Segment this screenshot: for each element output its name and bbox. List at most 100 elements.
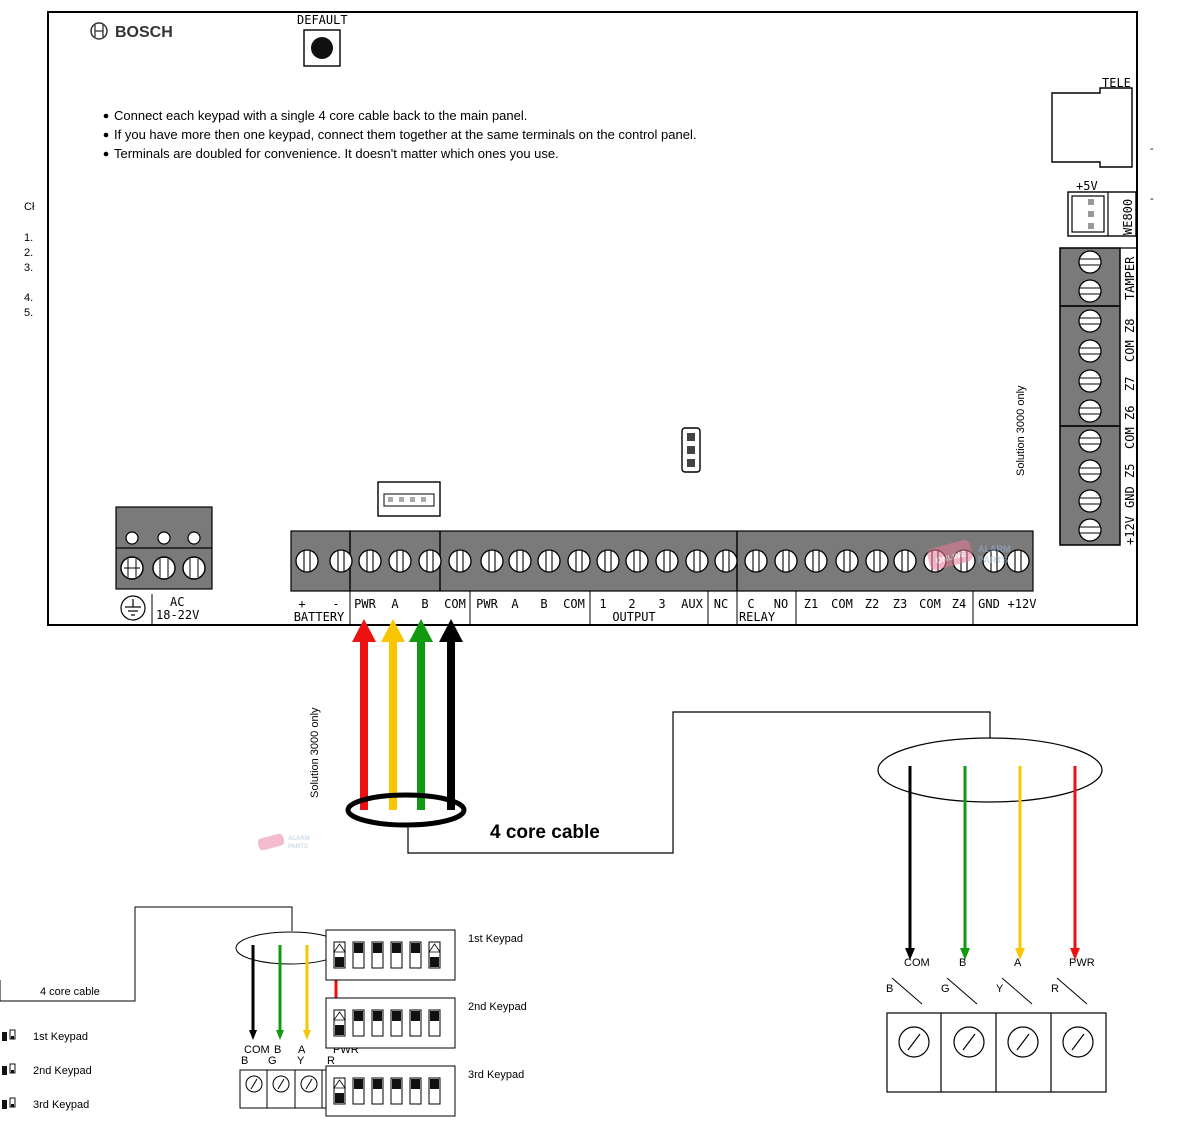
small-keypad-top-label: A [298,1044,306,1056]
keypad-legend-item: 3rd Keypad [2,1097,89,1111]
dip-legend-icon [2,1032,7,1041]
keypad-header-connector [377,481,441,517]
we800-label: WE800 [1121,199,1135,235]
ac-label: AC [170,595,184,609]
terminal-label: +12V [1008,597,1037,611]
terminal-label: NO [774,597,788,611]
keypad-top-label: A [1014,957,1022,969]
terminal-screw [596,549,620,573]
terminal-screw [804,549,828,573]
terminal-screw [655,549,679,573]
side-terminal-label: Z6 [1123,406,1137,420]
small-keypad-top-label: COM [244,1044,270,1056]
right-cable-jacket [877,737,1103,803]
side-terminal-screw [1078,339,1102,363]
terminal-screw [774,549,798,573]
side-terminal-label: Z7 [1123,377,1137,391]
ac-voltage: 18-22V [156,608,199,622]
side-terminal-screw [1078,250,1102,274]
keypad-bottom-label: B [886,983,893,995]
svg-text:5.: 5. [24,307,33,319]
legend-label: 2nd Keypad [33,1065,92,1077]
terminal-screw [480,549,504,573]
terminal-label: 1 [599,597,606,611]
terminal-screw [567,549,591,573]
default-label: DEFAULT [297,13,348,27]
terminal-screw [1006,549,1030,573]
solution-note-panel: Solution 3000 only [1015,385,1027,476]
terminal-label: A [391,597,399,611]
watermark-panel: ONLINE ALARM PARTS [927,540,1011,570]
side-terminal-label: TAMPER [1123,256,1137,300]
watermark-line2: PARTS [978,555,1008,565]
svg-text:Cł: Cł [24,201,35,213]
terminal-label: COM [444,597,466,611]
terminal-group-label: OUTPUT [612,610,655,624]
terminal-label: Z2 [865,597,879,611]
small-keypad-bottom-label: R [327,1055,335,1067]
terminal-screw [893,549,917,573]
note-1: Connect each keypad with a single 4 core… [114,108,527,123]
terminal-screw [358,549,382,573]
dip-switch-block: 3rd Keypad [325,1065,524,1117]
terminal-label: COM [563,597,585,611]
small-cable-route [0,906,293,1002]
terminal-label: C [747,597,754,611]
dip-switch-block: 1st Keypad [325,929,523,981]
keypad-bottom-label: G [941,983,950,995]
ac-terminal-block: AC 18-22V [115,506,213,624]
svg-text:-: - [1150,143,1154,155]
bosch-armature-icon [90,22,108,40]
cable-jacket [345,792,467,828]
keypad-name-label: 2nd Keypad [468,1001,527,1013]
side-terminal-label: COM [1123,340,1137,362]
side-terminal-screw [1078,309,1102,333]
dip-legend-icon [2,1066,7,1075]
control-panel-board [47,11,1138,626]
legend-label: 3rd Keypad [33,1099,89,1111]
svg-text:-: - [1150,193,1154,205]
terminal-label: Z1 [804,597,818,611]
small-keypad-bottom-label: B [241,1055,248,1067]
jumper-header [681,427,701,473]
keypad-top-label: B [959,957,966,969]
keypad-top-label: COM [904,957,930,969]
terminal-label: B [421,597,428,611]
terminal-label: A [511,597,519,611]
side-terminal-screw [1078,429,1102,453]
plus5v-label: +5V [1076,179,1098,193]
terminal-screw [625,549,649,573]
terminal-label: 3 [658,597,665,611]
watermark-small: ALARM PARTS [257,833,310,851]
terminal-screw [714,549,738,573]
keypad-top-label: PWR [1069,957,1095,969]
small-cable-label: 4 core cable [40,986,100,998]
keypad-name-label: 1st Keypad [468,933,523,945]
terminal-label: NC [714,597,728,611]
svg-text:2.: 2. [24,247,33,259]
terminal-screw [448,549,472,573]
small-keypad-top-label: B [274,1044,281,1056]
tele-label: TELE [1102,76,1131,90]
terminal-group-label: RELAY [739,610,776,624]
tele-socket: TELE - - [1051,76,1154,205]
terminal-screw [865,549,889,573]
terminal-label: + [298,597,305,611]
terminal-label: COM [919,597,941,611]
note-2: If you have more then one keypad, connec… [114,127,696,142]
terminal-label: - [332,597,339,611]
terminal-label: Z3 [893,597,907,611]
side-terminal-label: COM [1123,427,1137,449]
side-terminal-label: Z5 [1123,464,1137,478]
main-cable-wires [345,619,467,828]
terminal-screw [982,549,1006,573]
terminal-group-label: BATTERY [294,610,345,624]
terminal-screw [388,549,412,573]
terminal-screw [537,549,561,573]
side-terminal-label: Z8 [1123,319,1137,333]
we800-connector: +5V WE800 [1067,179,1137,237]
cable-label: 4 core cable [490,822,600,843]
keypad-name-label: 3rd Keypad [468,1069,524,1081]
svg-text:PARTS: PARTS [288,844,308,850]
